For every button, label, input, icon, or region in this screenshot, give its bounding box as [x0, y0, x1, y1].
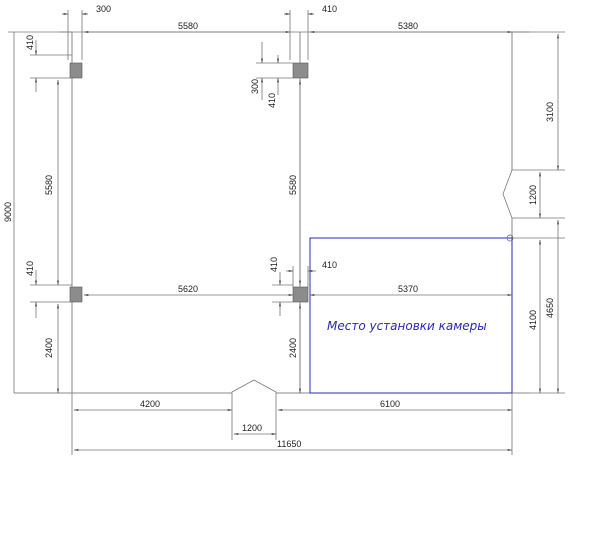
dim-left-top-410: 410 [25, 35, 35, 50]
dim-bottom-6100: 6100 [380, 399, 400, 409]
dim-right-4650: 4650 [545, 298, 555, 318]
dim-top-span-left: 5580 [178, 21, 198, 31]
door-bottom [231, 379, 277, 440]
building-outline [14, 32, 530, 394]
dim-right-3100: 3100 [545, 102, 555, 122]
column-bottom-mid [292, 286, 309, 303]
dim-middle: 300 410 5580 410 410 2400 [250, 42, 337, 394]
camera-area-box [309, 237, 513, 394]
dim-bottom-1200: 1200 [242, 423, 262, 433]
columns [69, 62, 309, 303]
column-top-left [69, 62, 83, 79]
dim-bottom: 4200 6100 1200 11650 [71, 393, 513, 455]
dim-mid-span-left: 5620 [178, 284, 198, 294]
dim-overall-height: 9000 [3, 202, 13, 222]
column-top-mid [292, 62, 309, 79]
dim-mid-span-right: 5370 [398, 284, 418, 294]
dim-mid-low-2400: 2400 [288, 338, 298, 358]
dim-mid-col-300: 300 [250, 79, 260, 94]
dim-left-bottom-2400: 2400 [44, 338, 54, 358]
dim-right-1200: 1200 [528, 185, 538, 205]
dim-mid-low-410-h: 410 [322, 260, 337, 270]
dim-left-mid-5580: 5580 [44, 175, 54, 195]
dim-bottom-total: 11650 [277, 439, 301, 449]
dim-top: 300 5580 410 5380 [60, 4, 530, 60]
dim-mid-span: 5620 5370 [83, 284, 513, 296]
dim-mid-low-410: 410 [269, 257, 279, 272]
door-right [502, 169, 513, 219]
dim-bottom-4200: 4200 [140, 399, 160, 409]
camera-area-label: Место установки камеры [327, 319, 487, 333]
dim-right-4100: 4100 [528, 310, 538, 330]
dim-left-bottom-410: 410 [25, 261, 35, 276]
dim-mid-vert-5580: 5580 [288, 175, 298, 195]
dim-left: 410 5580 410 2400 9000 [3, 31, 72, 394]
dim-top-col-a: 300 [96, 4, 111, 14]
dim-right: 3100 1200 4100 4650 [512, 31, 565, 394]
dim-top-span-right: 5380 [398, 21, 418, 31]
dim-top-col-b: 410 [322, 4, 337, 14]
dim-mid-col-410: 410 [267, 93, 277, 108]
column-bottom-left [69, 286, 83, 303]
